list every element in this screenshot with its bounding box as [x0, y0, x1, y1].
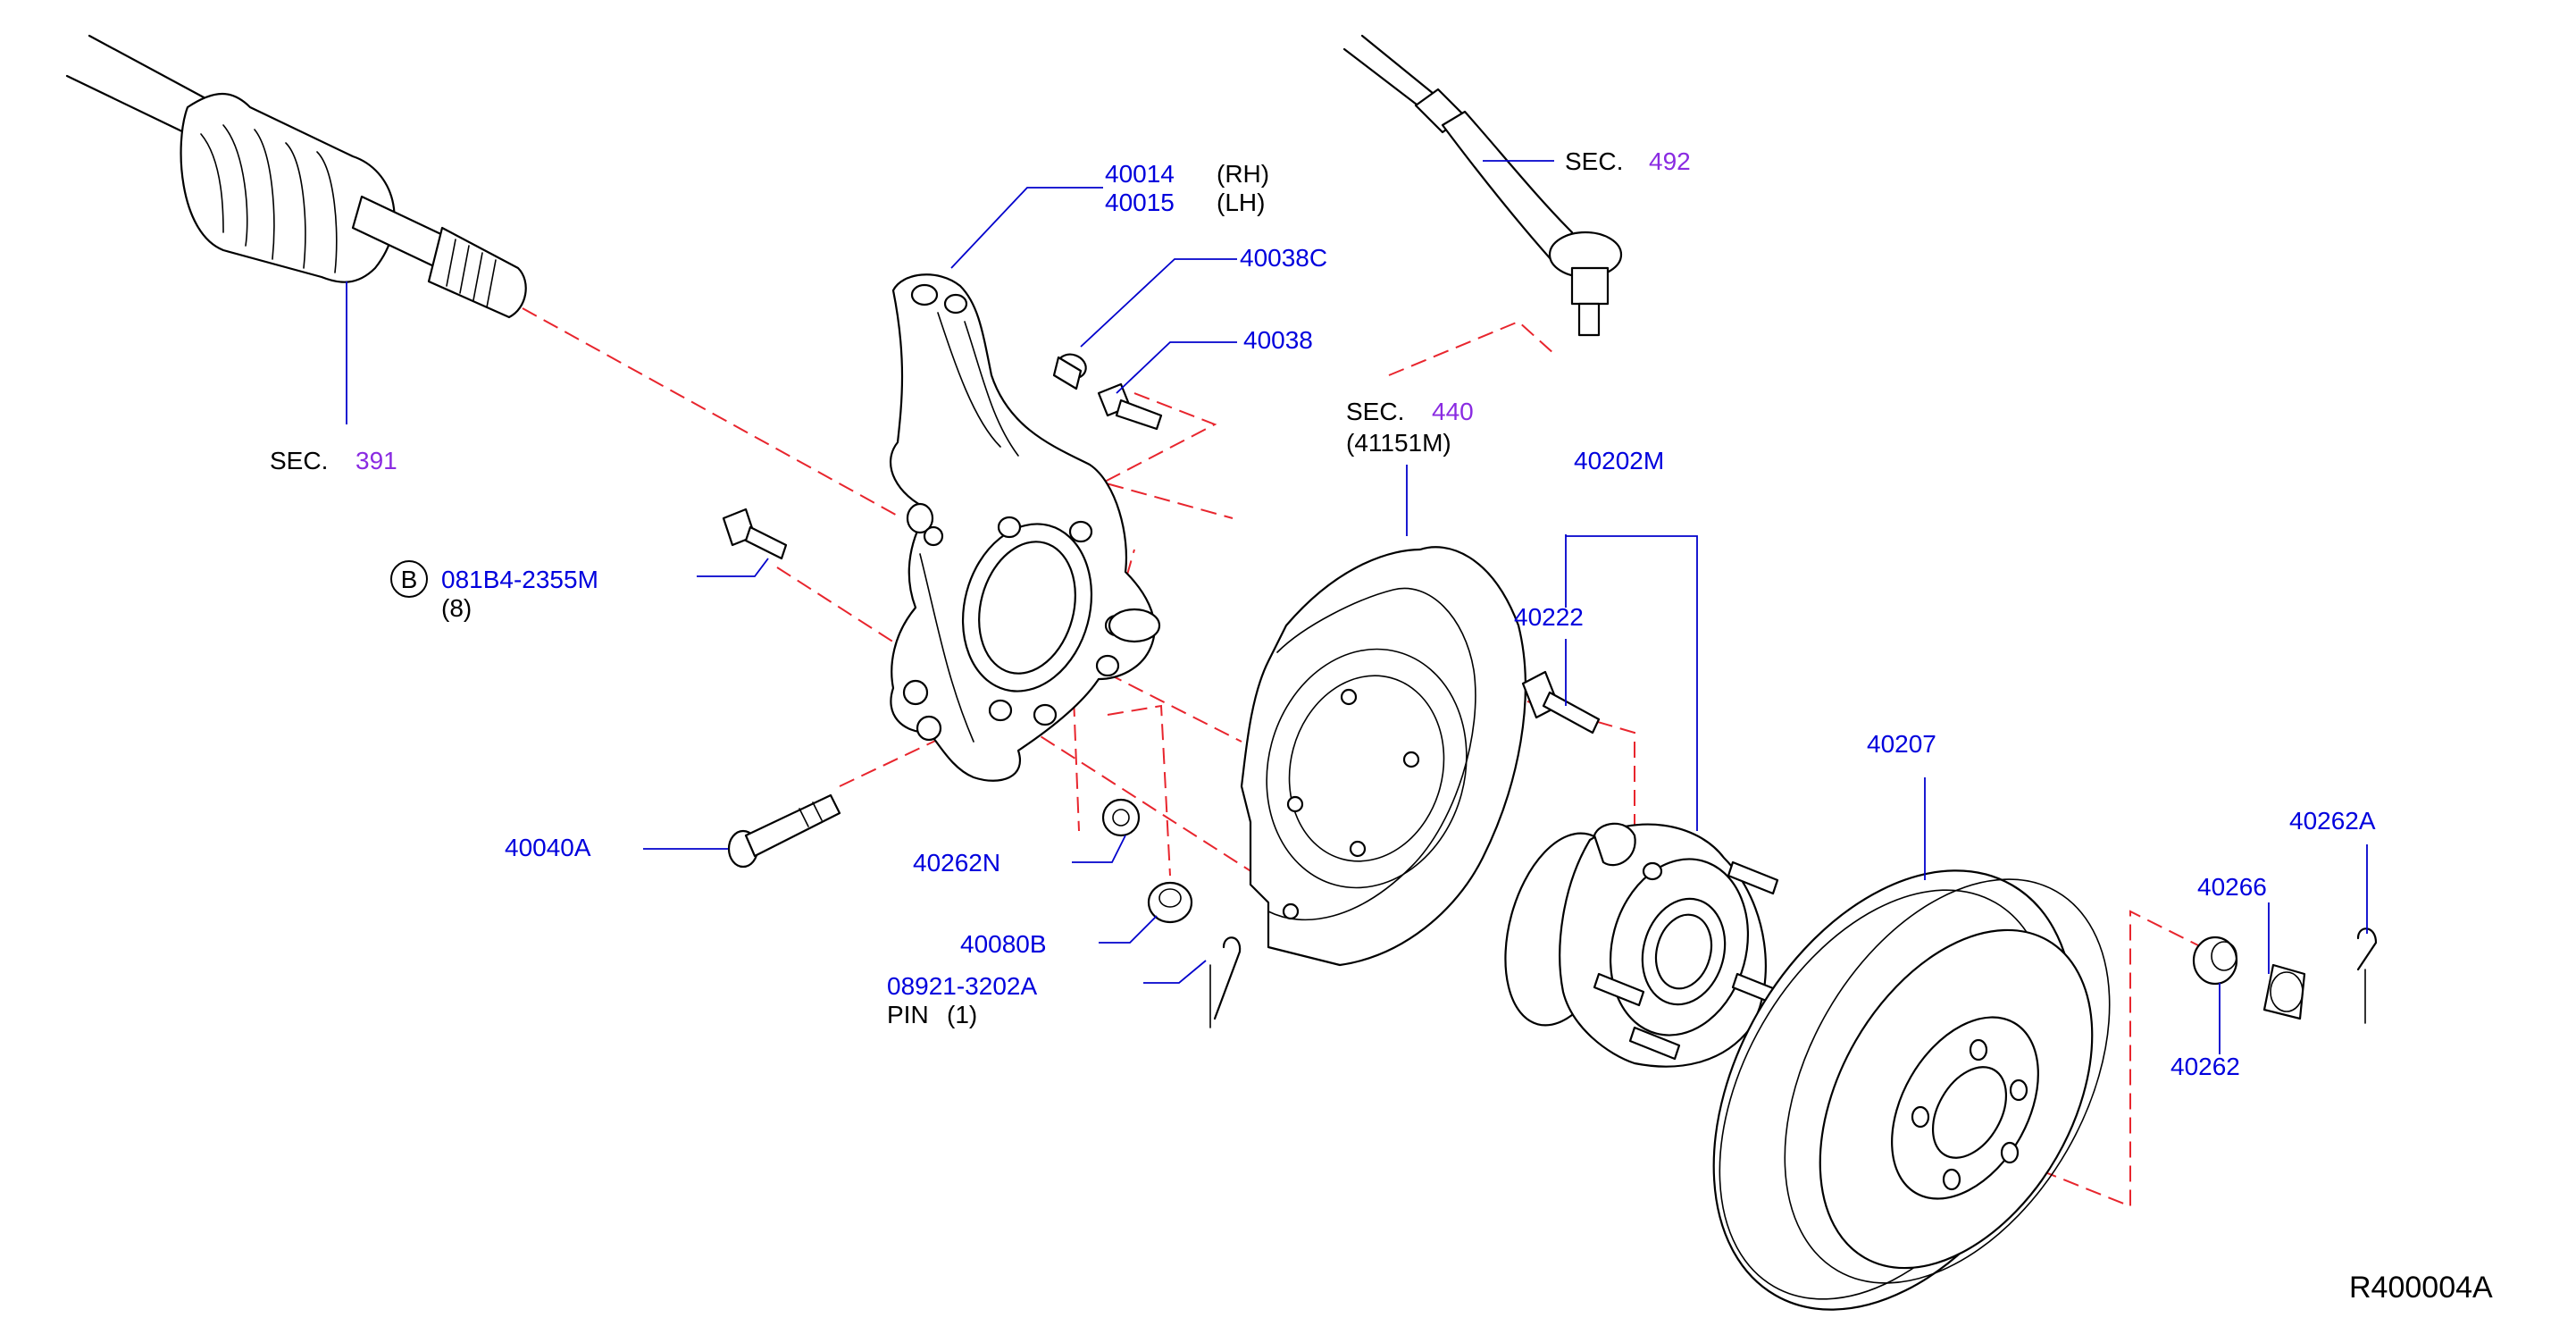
backing-plate	[1240, 546, 1526, 967]
label-40080b: 40080B	[960, 930, 1047, 958]
label-pin: PIN	[887, 1001, 929, 1028]
hub-bolt-40222	[1521, 670, 1601, 734]
label-sec-391: 391	[355, 447, 397, 474]
label-40222: 40222	[1514, 603, 1584, 631]
label-08921-3202a: 08921-3202A	[887, 972, 1037, 1000]
label-sec-492-prefix: SEC.	[1565, 147, 1623, 175]
drawing-code: R400004A	[2349, 1271, 2493, 1305]
label-41151m: (41151M)	[1346, 429, 1451, 457]
label-40207: 40207	[1867, 730, 1936, 758]
label-40038: 40038	[1243, 326, 1313, 354]
nut-40262	[2192, 936, 2238, 986]
label-081b4-2355m: 081B4-2355M	[441, 566, 598, 593]
label-bolt-b: B	[401, 566, 418, 593]
pin-08921	[1209, 936, 1242, 1028]
label-sec-391-prefix: SEC.	[270, 447, 328, 474]
drive-shaft	[65, 34, 527, 319]
label-40266: 40266	[2197, 873, 2267, 901]
label-qty-1: (1)	[947, 1001, 977, 1028]
nut-40262n	[1101, 798, 1141, 837]
bolt-40040a	[727, 793, 841, 869]
labels: 40014 (RH) 40015 (LH) 40038C 40038 SEC. …	[270, 147, 2493, 1305]
label-sec-492: 492	[1649, 147, 1691, 175]
label-sec-440-prefix: SEC.	[1346, 398, 1404, 425]
pin-40262a	[2356, 927, 2378, 1024]
label-40038c: 40038C	[1240, 244, 1327, 272]
label-sec-440: 440	[1432, 398, 1474, 425]
label-40202m: 40202M	[1574, 447, 1664, 474]
label-40040a: 40040A	[505, 834, 591, 861]
label-qty-8: (8)	[441, 594, 472, 622]
label-lh: (LH)	[1217, 189, 1265, 216]
steering-knuckle	[889, 273, 1161, 782]
bolt-40038c	[1052, 353, 1087, 390]
bolt-marker-circle	[390, 560, 428, 598]
leader-lines	[346, 160, 2368, 1054]
label-40262a: 40262A	[2289, 807, 2376, 835]
label-40262n: 40262N	[913, 849, 1000, 877]
label-40262: 40262	[2170, 1053, 2240, 1080]
hub-assembly	[1504, 822, 1784, 1068]
nut-40080b	[1147, 881, 1193, 924]
label-40014: 40014	[1105, 160, 1175, 188]
nut-cap-40266	[2262, 963, 2306, 1020]
bolt-40038	[1097, 382, 1163, 431]
bolt-081b4	[722, 508, 788, 560]
label-40015: 40015	[1105, 189, 1175, 216]
brake-rotor	[1712, 869, 2111, 1311]
tie-rod-end	[1342, 34, 1623, 337]
label-rh: (RH)	[1217, 160, 1269, 188]
